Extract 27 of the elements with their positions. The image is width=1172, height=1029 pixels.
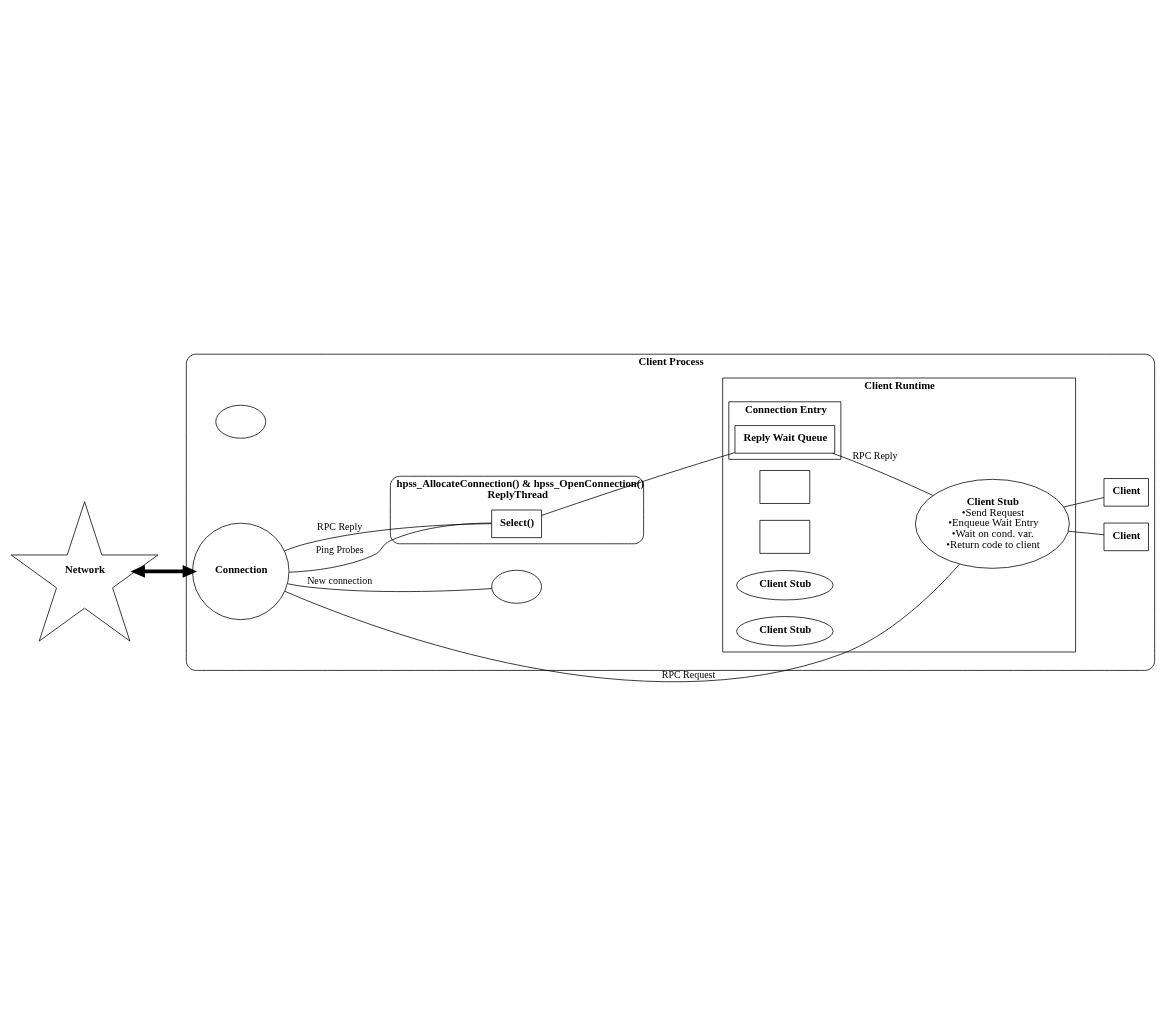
connector: [284, 522, 492, 551]
connector: [1063, 496, 1105, 507]
connector: [284, 563, 960, 682]
connector: [541, 451, 736, 516]
node-ellipse: [215, 404, 267, 439]
node-box: Reply Wait Queue: [734, 424, 836, 454]
edge-label: New connection: [307, 574, 373, 586]
node-ellipse: Client Stub: [736, 615, 834, 646]
node-circle: Connection: [192, 522, 290, 620]
node-box: Select(): [491, 509, 542, 538]
node-box: [759, 469, 811, 504]
node-box: Client: [1103, 522, 1149, 551]
arrow: [130, 564, 198, 578]
node-ellipse: Client Stub •Send Request •Enqueue Wait Entry •Wait on cond. var. •Return code to client: [915, 478, 1070, 569]
node-box: [759, 519, 811, 554]
edge-label: RPC Reply: [852, 449, 898, 461]
edge-label: RPC Request: [661, 668, 716, 680]
connector: [288, 522, 492, 573]
node-label: hpss_AllocateConnection() & hpss_OpenConnection(): [396, 476, 645, 489]
node-ellipse: [491, 569, 542, 604]
connector: [287, 582, 493, 592]
connector: [1068, 530, 1105, 535]
edge-label: Ping Probes: [315, 543, 364, 555]
connector: [832, 452, 934, 496]
edge-label: RPC Reply: [317, 520, 363, 532]
node-ellipse: Client Stub: [736, 569, 834, 600]
node-box: Client: [1103, 477, 1149, 507]
